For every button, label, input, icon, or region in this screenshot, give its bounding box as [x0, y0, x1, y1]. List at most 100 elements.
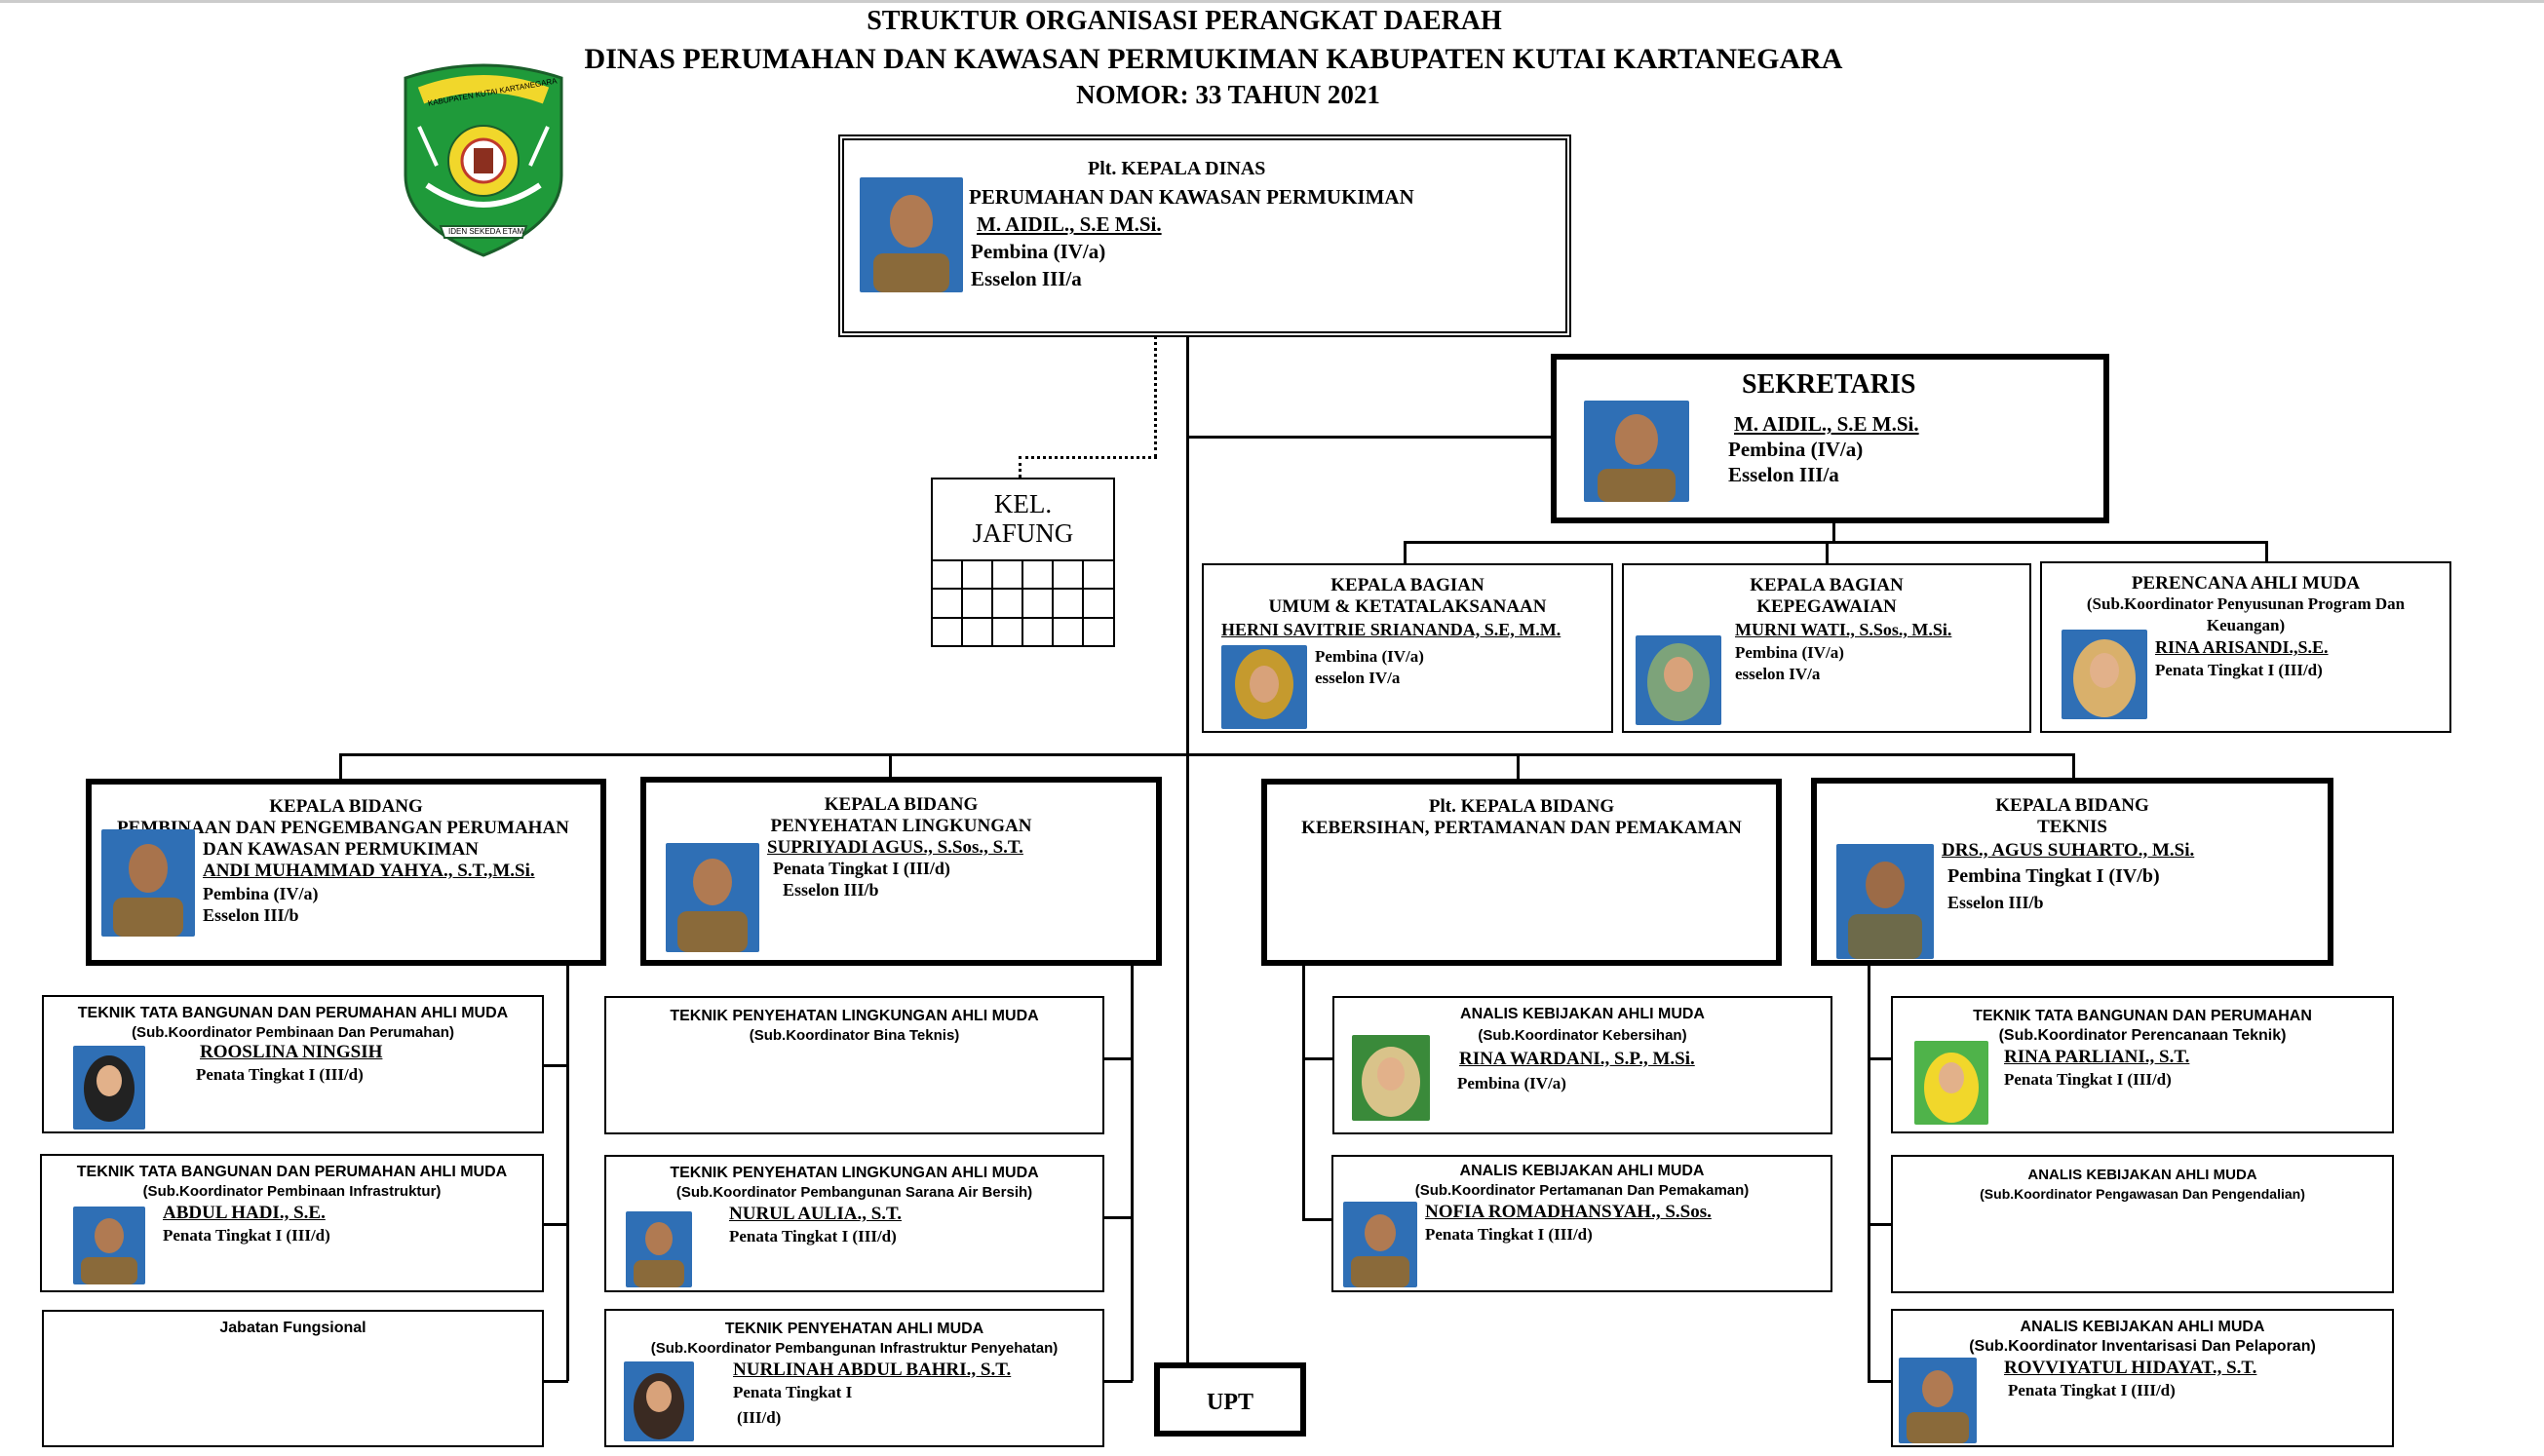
bagian-umum-photo	[1221, 645, 1307, 729]
col4-1-title: TEKNIK TATA BANGUNAN DAN PERUMAHAN	[1973, 1008, 2312, 1024]
jafung-box: KEL. JAFUNG	[931, 478, 1115, 647]
bidang-teknis-l1: KEPALA BIDANG	[1995, 795, 2149, 816]
top-border	[0, 0, 2544, 3]
sekretaris-esselon: Esselon III/a	[1728, 463, 1839, 486]
col4-3-photo	[1899, 1358, 1977, 1443]
bidang-drop-2	[889, 753, 892, 781]
col2-3-photo	[624, 1361, 694, 1441]
col3-2-rank: Penata Tingkat I (III/d)	[1425, 1225, 1593, 1244]
perencana-l2: (Sub.Koordinator Penyusunan Program Dan	[2086, 594, 2406, 613]
col3-1-name: RINA WARDANI., S.P., M.Si.	[1459, 1049, 1695, 1069]
col3-item-2: ANALIS KEBIJAKAN AHLI MUDA (Sub.Koordina…	[1331, 1155, 1832, 1292]
bagian-umum-l1: KEPALA BAGIAN	[1330, 575, 1484, 595]
emblem-bottom-text: IDEN SEKEDA ETAM	[448, 227, 524, 236]
upt-label: UPT	[1207, 1390, 1253, 1415]
col2-3-name: NURLINAH ABDUL BAHRI., S.T.	[733, 1360, 1012, 1380]
perencana-name: RINA ARISANDI.,S.E.	[2155, 637, 2329, 657]
perencana-l3: Keuangan)	[2206, 616, 2286, 634]
col3-tick-2	[1302, 1218, 1333, 1221]
col2-1-title: TEKNIK PENYEHATAN LINGKUNGAN AHLI MUDA	[670, 1008, 1039, 1024]
col2-item-3: TEKNIK PENYEHATAN AHLI MUDA (Sub.Koordin…	[604, 1309, 1104, 1447]
bagian-kepegawaian-photo	[1636, 635, 1721, 725]
col4-item-1: TEKNIK TATA BANGUNAN DAN PERUMAHAN (Sub.…	[1891, 996, 2394, 1133]
bagian-umum-rank: Pembina (IV/a)	[1315, 647, 1424, 666]
col3-2-photo	[1343, 1202, 1417, 1287]
header-line-3: NOMOR: 33 TAHUN 2021	[1076, 80, 1380, 109]
col4-2-title: ANALIS KEBIJAKAN AHLI MUDA	[2027, 1167, 2257, 1183]
col3-1-sub: (Sub.Koordinator Kebersihan)	[1478, 1027, 1687, 1044]
sek-down-connector	[1832, 521, 1835, 543]
col4-1-sub: (Sub.Koordinator Perencanaan Teknik)	[1998, 1027, 2287, 1044]
col4-3-title: ANALIS KEBIJAKAN AHLI MUDA	[2020, 1319, 2265, 1335]
col2-vertical	[1131, 965, 1134, 1381]
bidang-drop-3	[1517, 753, 1520, 781]
jafung-dotted-connector-d	[1019, 456, 1021, 478]
col3-1-title: ANALIS KEBIJAKAN AHLI MUDA	[1460, 1006, 1705, 1022]
col1-2-title: TEKNIK TATA BANGUNAN DAN PERUMAHAN AHLI …	[76, 1164, 508, 1180]
col4-3-name: ROVVIYATUL HIDAYAT., S.T.	[2004, 1358, 2257, 1378]
col2-3-sub: (Sub.Koordinator Pembangunan Infrastrukt…	[650, 1340, 1059, 1357]
main-vertical-connector	[1186, 335, 1189, 1366]
sekretaris-photo	[1584, 401, 1689, 502]
col1-tick-1	[543, 1064, 568, 1067]
col1-item-3: Jabatan Fungsional	[42, 1310, 544, 1447]
bagian-umum-esselon: esselon IV/a	[1315, 669, 1401, 687]
col4-tick-3	[1868, 1380, 1891, 1383]
bagian-drop-2	[1826, 541, 1829, 564]
jafung-dotted-connector-v	[1154, 335, 1157, 458]
col1-1-title: TEKNIK TATA BANGUNAN DAN PERUMAHAN AHLI …	[77, 1005, 509, 1021]
bidang-horizontal	[339, 753, 2074, 756]
bidang-pembinaan-l3: DAN KAWASAN PERMUKIMAN	[203, 839, 479, 860]
col2-item-1: TEKNIK PENYEHATAN LINGKUNGAN AHLI MUDA (…	[604, 996, 1104, 1134]
col1-tick-3	[543, 1380, 568, 1383]
bagian-kepegawaian-l1: KEPALA BAGIAN	[1750, 575, 1904, 595]
perencana-l1: PERENCANA AHLI MUDA	[2131, 573, 2361, 594]
col2-tick-3	[1103, 1380, 1133, 1383]
bagian-drop-1	[1404, 541, 1407, 564]
bidang-penyehatan-rank: Penata Tingkat I (III/d)	[773, 859, 950, 878]
sekretaris-title: SEKRETARIS	[1742, 369, 1916, 400]
col3-tick-1	[1302, 1057, 1333, 1060]
kepala-dinas-box: Plt. KEPALA DINAS PERUMAHAN DAN KAWASAN …	[838, 134, 1571, 337]
bidang-teknis-rank: Pembina Tingkat I (IV/b)	[1947, 865, 2160, 887]
kepala-esselon: Esselon III/a	[971, 267, 1082, 290]
kepala-subtitle: PERUMAHAN DAN KAWASAN PERMUKIMAN	[969, 185, 1414, 209]
bagian-umum-box: KEPALA BAGIAN UMUM & KETATALAKSANAAN HER…	[1202, 563, 1613, 733]
bidang-pembinaan-box: KEPALA BIDANG PEMBINAAN DAN PENGEMBANGAN…	[86, 779, 606, 966]
bidang-penyehatan-name: SUPRIYADI AGUS., S.Sos., S.T.	[767, 837, 1023, 858]
bidang-penyehatan-l2: PENYEHATAN LINGKUNGAN	[770, 816, 1032, 836]
col2-3-rank: Penata Tingkat I	[733, 1383, 853, 1401]
col3-2-name: NOFIA ROMADHANSYAH., S.Sos.	[1425, 1202, 1712, 1222]
col2-2-title: TEKNIK PENYEHATAN LINGKUNGAN AHLI MUDA	[670, 1165, 1039, 1181]
col4-2-sub: (Sub.Koordinator Pengawasan Dan Pengenda…	[1980, 1186, 2305, 1202]
bidang-kebersihan-l2: KEBERSIHAN, PERTAMANAN DAN PEMAKAMAN	[1301, 818, 1742, 838]
bagian-kepegawaian-l2: KEPEGAWAIAN	[1756, 596, 1897, 617]
bidang-penyehatan-l1: KEPALA BIDANG	[824, 794, 979, 815]
kepala-name: M. AIDIL., S.E M.Si.	[977, 212, 1162, 236]
bidang-pembinaan-name: ANDI MUHAMMAD YAHYA., S.T.,M.Si.	[203, 861, 535, 881]
jafung-grid	[931, 559, 1115, 647]
kutai-kartanegara-emblem: KABUPATEN KUTAI KARTANEGARA IDEN SEKEDA …	[398, 58, 569, 259]
bidang-teknis-photo	[1836, 844, 1934, 959]
bidang-drop-1	[339, 753, 342, 781]
jafung-line-1: KEL.	[993, 489, 1053, 518]
col1-2-rank: Penata Tingkat I (III/d)	[163, 1226, 330, 1245]
col1-tick-2	[543, 1223, 568, 1226]
bidang-pembinaan-rank: Pembina (IV/a)	[203, 884, 319, 903]
bidang-kebersihan-box: Plt. KEPALA BIDANG KEBERSIHAN, PERTAMANA…	[1261, 779, 1782, 966]
sekretaris-box: SEKRETARIS M. AIDIL., S.E M.Si. Pembina …	[1551, 354, 2109, 523]
col4-1-name: RINA PARLIANI., S.T.	[2004, 1047, 2190, 1067]
col4-tick-2	[1868, 1223, 1891, 1226]
bagian-kepegawaian-esselon: esselon IV/a	[1735, 665, 1821, 683]
upt-box: UPT	[1154, 1362, 1306, 1437]
bagian-umum-name: HERNI SAVITRIE SRIANANDA, S.E, M.M.	[1221, 620, 1561, 639]
sekretaris-connector	[1186, 436, 1557, 439]
col1-3-title: Jabatan Fungsional	[219, 1320, 366, 1336]
col1-1-photo	[73, 1046, 145, 1130]
bidang-kebersihan-l1: Plt. KEPALA BIDANG	[1428, 796, 1615, 817]
col2-2-sub: (Sub.Koordinator Pembangunan Sarana Air …	[675, 1184, 1033, 1201]
col4-item-2: ANALIS KEBIJAKAN AHLI MUDA (Sub.Koordina…	[1891, 1155, 2394, 1293]
col3-item-1: ANALIS KEBIJAKAN AHLI MUDA (Sub.Koordina…	[1332, 996, 1832, 1134]
bidang-penyehatan-esselon: Esselon III/b	[783, 880, 879, 900]
col3-2-sub: (Sub.Koordinator Pertamanan Dan Pemakama…	[1414, 1182, 1750, 1199]
